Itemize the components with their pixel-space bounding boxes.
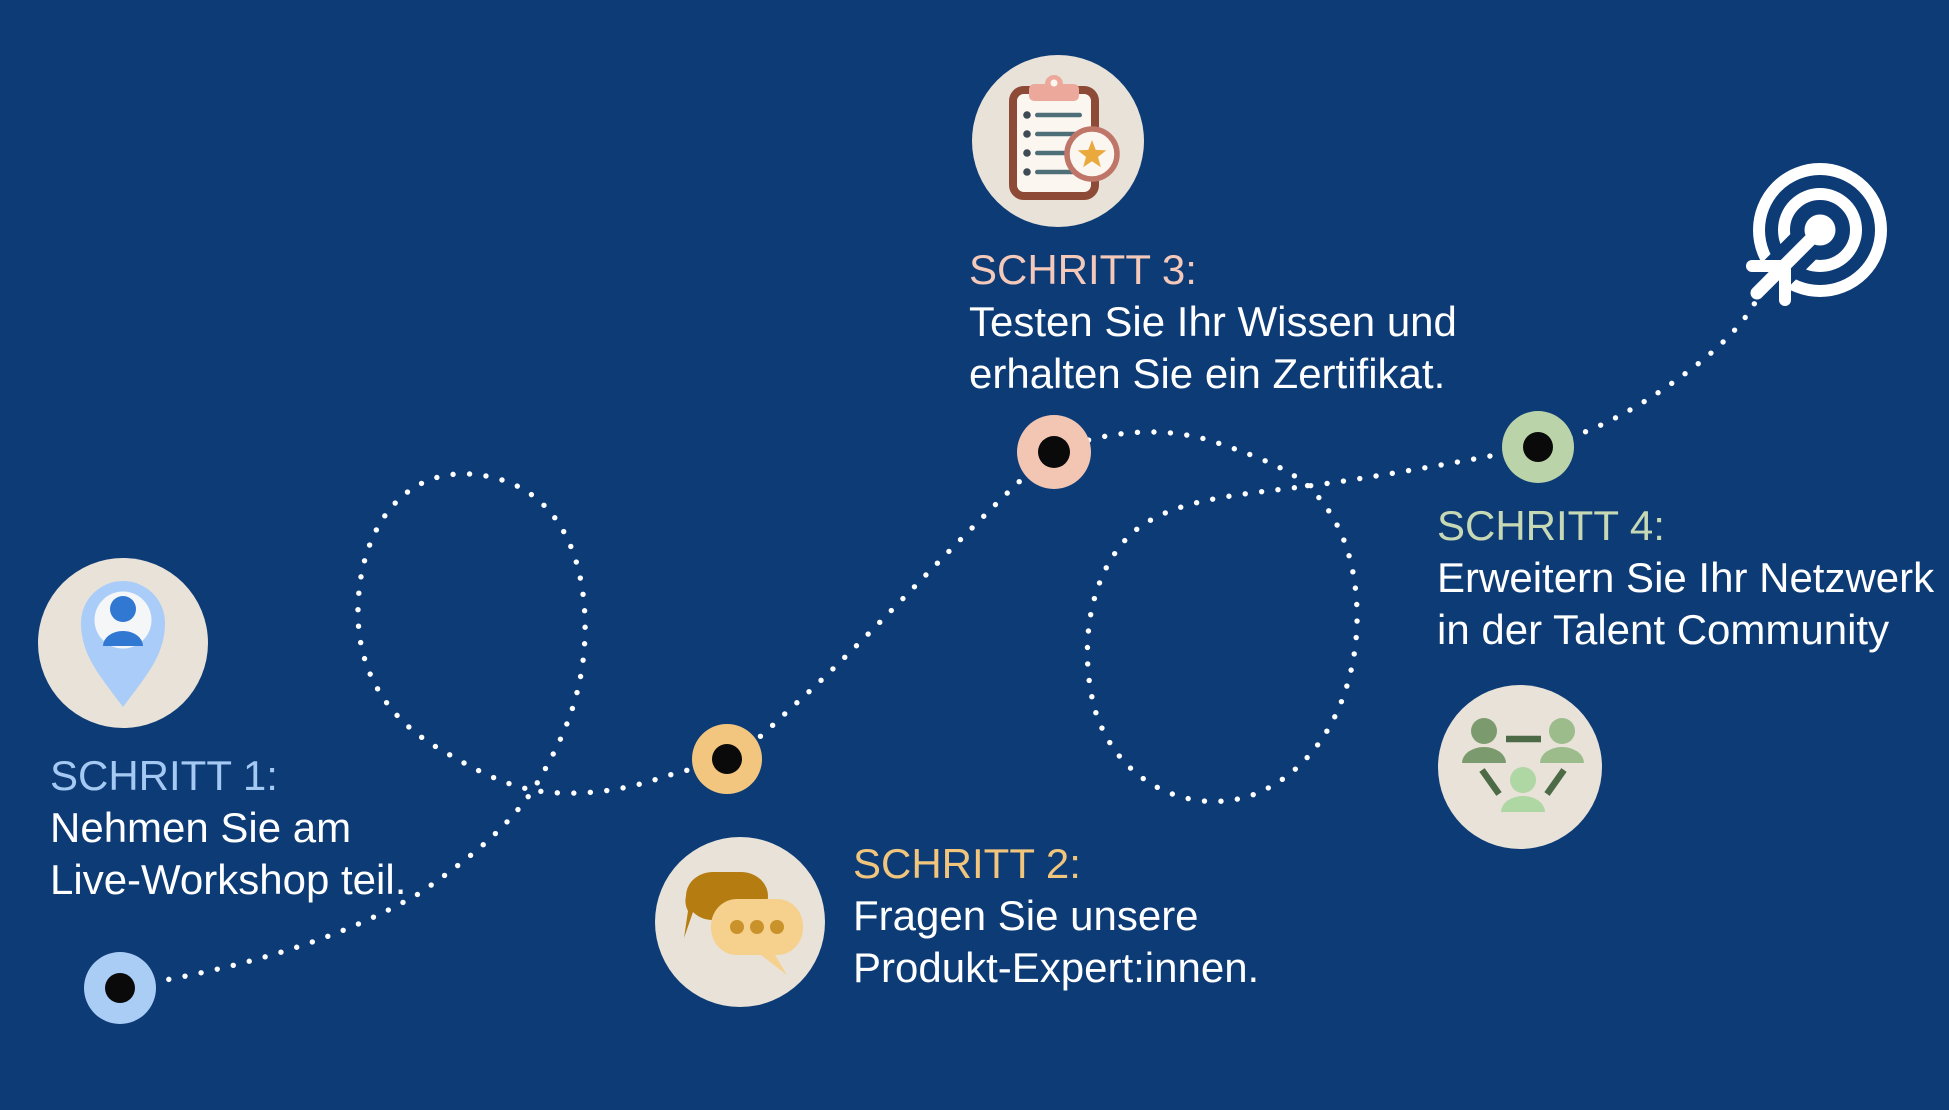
step-4-node — [1502, 411, 1574, 483]
step-3-line-1: Testen Sie Ihr Wissen und — [969, 298, 1457, 345]
person-shoulders — [103, 631, 143, 646]
step-1-text-block: SCHRITT 1: Nehmen Sie am Live-Workshop t… — [50, 750, 406, 906]
location-pin-user-icon — [38, 558, 208, 728]
network-link — [1479, 768, 1502, 796]
step-2-text-block: SCHRITT 2: Fragen Sie unsere Produkt-Exp… — [853, 838, 1259, 994]
step-3-title: SCHRITT 3: — [969, 246, 1197, 293]
chat-bubbles-icon — [655, 837, 825, 1007]
step-2-title: SCHRITT 2: — [853, 840, 1081, 887]
person-dark — [1462, 718, 1506, 763]
clipboard-star-icon — [972, 55, 1144, 227]
step-2-node-inner — [712, 744, 742, 774]
target-outer-ring — [1753, 163, 1887, 297]
step-1-node — [84, 952, 156, 1024]
step-2-line-2: Produkt-Expert:innen. — [853, 944, 1260, 991]
chat-bubble-front — [711, 899, 803, 975]
step-4-title: SCHRITT 4: — [1437, 502, 1665, 549]
target-bullseye — [1804, 214, 1836, 246]
step-4-line-2: in der Talent Community — [1437, 606, 1890, 653]
step-1-node-inner — [105, 973, 135, 1003]
star-icon — [1077, 140, 1107, 168]
person-mid — [1540, 718, 1584, 763]
person-light — [1501, 767, 1545, 812]
chat-dot — [730, 920, 744, 934]
target-inner-ring — [1778, 188, 1862, 272]
network-link — [1544, 768, 1567, 796]
step-3-line-2: erhalten Sie ein Zertifikat. — [969, 350, 1446, 397]
people-network-icon — [1438, 685, 1602, 849]
step-1-title: SCHRITT 1: — [50, 752, 278, 799]
step-3-node-inner — [1038, 436, 1070, 468]
step-4-node-inner — [1523, 432, 1553, 462]
step-1-line-1: Nehmen Sie am — [50, 804, 352, 851]
step-3-node — [1017, 415, 1091, 489]
step-4-text-block: SCHRITT 4: Erweitern Sie Ihr Netzwerk in… — [1437, 500, 1934, 656]
chat-dot — [770, 920, 784, 934]
step-2-node — [692, 724, 762, 794]
person-head — [110, 596, 136, 622]
step-3-text-block: SCHRITT 3: Testen Sie Ihr Wissen und erh… — [969, 244, 1457, 400]
chat-dot — [750, 920, 764, 934]
step-2-line-1: Fragen Sie unsere — [853, 892, 1199, 939]
clipboard-list-rows — [1023, 111, 1082, 176]
step-4-line-1: Erweitern Sie Ihr Netzwerk — [1437, 554, 1935, 601]
target-paper-plane-icon — [1746, 163, 1887, 306]
step-1-line-2: Live-Workshop teil. — [50, 856, 407, 903]
